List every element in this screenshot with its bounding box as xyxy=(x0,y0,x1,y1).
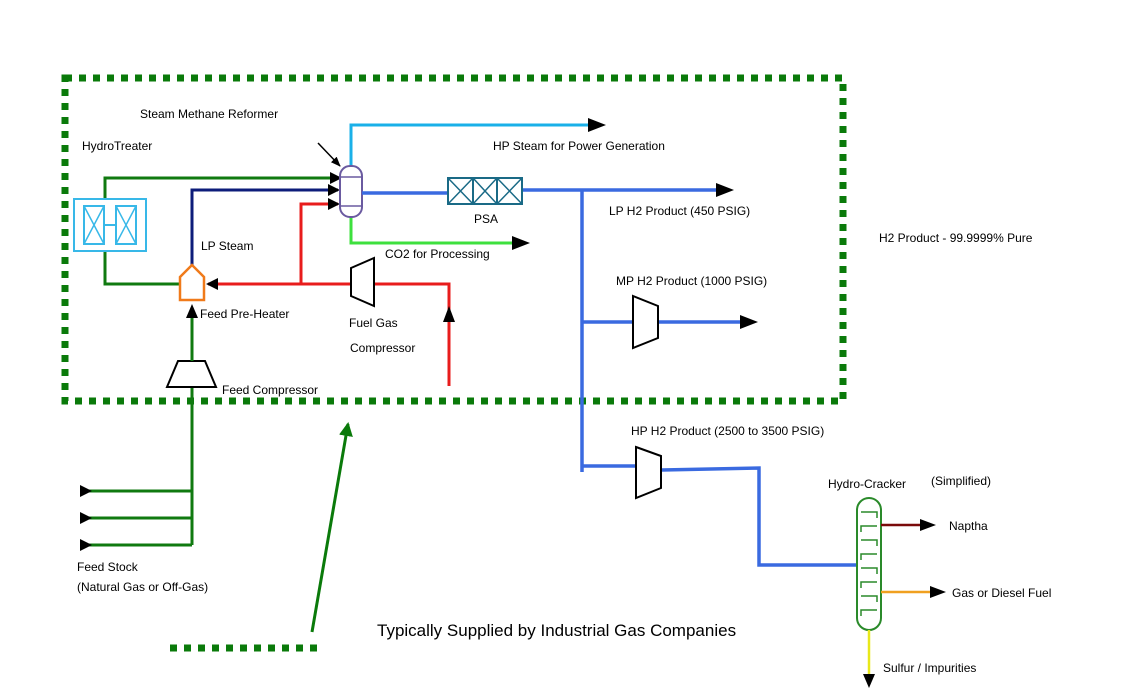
hydrotreater-symbol xyxy=(73,198,147,252)
h2-pure-label: H2 Product - 99.9999% Pure xyxy=(879,231,1033,245)
feed-compressor-symbol xyxy=(165,360,218,388)
smr-red-inlet-arrow xyxy=(328,198,340,210)
fuel-gas-up-arrow xyxy=(443,306,455,322)
lp-h2-label: LP H2 Product (450 PSIG) xyxy=(609,204,750,218)
smr-green-inlet-arrow xyxy=(330,172,342,184)
diesel-arrow xyxy=(930,586,946,598)
hp-steam-label: HP Steam for Power Generation xyxy=(493,139,665,153)
mp-h2-label: MP H2 Product (1000 PSIG) xyxy=(616,274,767,288)
fuel-gas-label: Fuel Gas xyxy=(349,316,398,330)
naptha-label: Naptha xyxy=(949,519,988,533)
mp-h2-compressor-symbol xyxy=(632,294,659,350)
supplier-arrow xyxy=(310,422,353,633)
co2-arrow xyxy=(512,236,530,250)
hp-steam-arrow xyxy=(588,118,606,132)
plant-boundary xyxy=(61,74,847,405)
h2-blue-lines xyxy=(362,188,856,567)
feed-stock-sub-label: (Natural Gas or Off-Gas) xyxy=(77,580,208,594)
fuel-gas-red-lines xyxy=(208,202,451,386)
feed-preheater-label: Feed Pre-Heater xyxy=(200,307,289,321)
co2-line xyxy=(349,216,514,245)
simplified-label: (Simplified) xyxy=(931,474,991,488)
steam-methane-reformer-symbol xyxy=(339,165,363,218)
feed-stock-arrowheads xyxy=(80,485,92,551)
hydrocracker-label: Hydro-Cracker xyxy=(828,477,906,491)
sulfur-label: Sulfur / Impurities xyxy=(883,661,976,675)
smr-label: Steam Methane Reformer xyxy=(140,107,278,121)
hydro-cracker-symbol xyxy=(856,497,882,631)
smr-navy-inlet-arrow xyxy=(328,184,340,196)
co2-label: CO2 for Processing xyxy=(385,247,490,261)
smr-pointer-line xyxy=(317,142,341,167)
sulfur-arrow xyxy=(863,674,875,688)
naptha-arrow xyxy=(920,519,936,531)
lp-steam-line xyxy=(190,188,338,268)
feed-compressor-label: Feed Compressor xyxy=(222,383,318,397)
hp-steam-line xyxy=(349,123,590,166)
psa-symbol xyxy=(447,177,523,205)
fuel-gas-compressor-symbol xyxy=(350,256,375,308)
feed-preheater-symbol xyxy=(178,263,206,302)
lp-h2-arrow xyxy=(716,183,734,197)
lp-steam-label: LP Steam xyxy=(201,239,253,253)
preheater-inlet-arrow xyxy=(186,304,198,318)
mp-h2-arrow xyxy=(740,315,758,329)
caption: Typically Supplied by Industrial Gas Com… xyxy=(377,621,736,640)
hydrotreater-green-lines xyxy=(103,176,340,286)
hp-h2-compressor-symbol xyxy=(635,445,662,500)
preheater-red-arrow xyxy=(206,278,218,290)
hydrotreater-label: HydroTreater xyxy=(82,139,152,153)
psa-label: PSA xyxy=(474,212,498,226)
diesel-label: Gas or Diesel Fuel xyxy=(952,586,1051,600)
feed-stock-label: Feed Stock xyxy=(77,560,139,574)
hp-h2-label: HP H2 Product (2500 to 3500 PSIG) xyxy=(631,424,824,438)
feed-stock-lines xyxy=(82,388,194,547)
compressor-label: Compressor xyxy=(350,341,415,355)
